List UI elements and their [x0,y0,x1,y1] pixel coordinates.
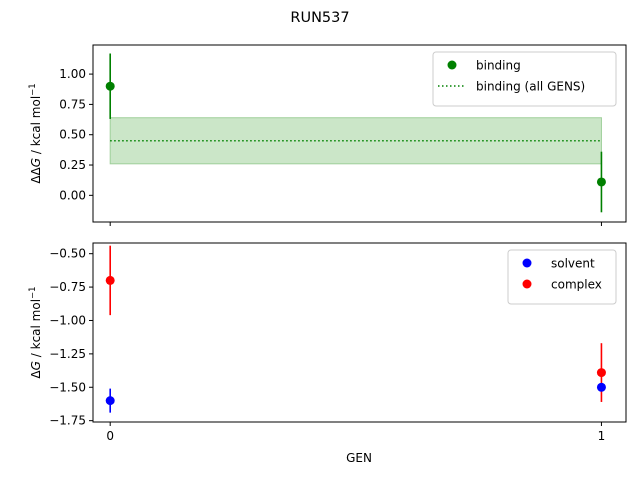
y-tick-label: −1.25 [49,347,86,361]
point-complex-1 [596,368,606,378]
legend-label-binding (all GENS): binding (all GENS) [476,80,585,94]
y-tick-label: −1.75 [49,414,86,428]
y-axis-label: ΔΔG / kcal mol−1 [28,83,43,183]
reference-band [109,117,602,165]
y-tick-label: 1.00 [59,67,86,81]
point-binding-0 [105,81,115,91]
axes-frame [92,44,627,223]
bottom-panel-solvent-complex: −0.50 −0.75 −1.00 −1.25 −1.50 −1.75 0 1 ΔG / kca… [28,242,627,443]
legend-marker-complex [522,279,532,289]
y-tick-label: 0.50 [59,128,86,142]
legend-box [432,51,617,107]
y-tick-label: −1.00 [49,313,86,327]
legend-label-complex: complex [551,278,602,292]
y-tick-label: −1.50 [49,380,86,394]
legend-marker-solvent [522,258,532,268]
legend-label-solvent: solvent [551,257,595,271]
point-solvent-0 [105,396,115,406]
legend: solvent complex [507,249,617,305]
legend-marker-binding [447,60,457,70]
axes-frame [92,242,627,423]
x-tick-label: 0 [106,429,114,443]
y-axis-label: ΔG / kcal mol−1 [28,286,43,378]
point-solvent-1 [596,382,606,392]
point-complex-0 [105,275,115,285]
y-tick-label: 0.25 [59,158,86,172]
legend: binding binding (all GENS) [432,51,617,107]
y-tick-label: 0.00 [59,188,86,202]
legend-label-binding: binding [476,59,521,73]
y-tick-label: −0.50 [49,247,86,261]
point-binding-1 [596,177,606,187]
x-axis-label: GEN [346,451,372,465]
legend-box [507,249,617,305]
y-tick-label: −0.75 [49,280,86,294]
figure-title: RUN537 [290,10,349,26]
x-tick-label: 1 [598,429,606,443]
top-panel-binding: 1.00 0.75 0.50 0.25 0.00 ΔΔG / kcal mol−1 bind… [28,44,627,226]
y-tick-label: 0.75 [59,97,86,111]
